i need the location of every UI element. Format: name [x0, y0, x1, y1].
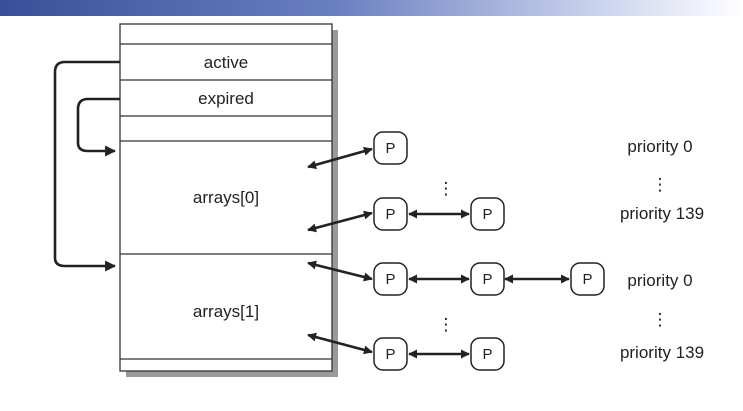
slot-list-arrow — [307, 260, 373, 282]
process-node-label: P — [582, 271, 592, 288]
process-node-label: P — [482, 271, 492, 288]
process-node-label: P — [385, 140, 395, 157]
header-bar — [0, 0, 743, 16]
active-field-label: active — [204, 53, 248, 72]
process-node-label: P — [385, 346, 395, 363]
slot-list-arrow — [307, 146, 373, 170]
process-node: P — [470, 197, 505, 231]
expired-pointer-arrow — [76, 97, 120, 157]
process-node: P — [470, 337, 505, 371]
priority-label-a1-top: priority 0 — [627, 271, 692, 290]
process-node: P — [373, 197, 408, 231]
priority-label-a1-bottom: priority 139 — [620, 343, 704, 362]
process-node: P — [373, 262, 408, 296]
priority-label-a0-bottom: priority 139 — [620, 204, 704, 223]
array1-label: arrays[1] — [193, 302, 259, 321]
process-node-label: P — [385, 271, 395, 288]
active-pointer-arrow — [53, 60, 120, 272]
array0-label: arrays[0] — [193, 188, 259, 207]
priority-label-a0-top: priority 0 — [627, 137, 692, 156]
slot-list-arrow — [307, 332, 373, 355]
process-node: P — [470, 262, 505, 296]
expired-field-label: expired — [198, 89, 254, 108]
runqueue-struct: active expired arrays[0] arrays[1] — [119, 23, 338, 377]
process-node: P — [373, 337, 408, 371]
process-node: P — [570, 262, 605, 296]
list-ellipsis: ⋮ — [438, 179, 455, 198]
priority-ellipsis: ⋮ — [652, 175, 669, 194]
process-node-label: P — [385, 206, 395, 223]
struct-box — [119, 23, 333, 372]
process-node-label: P — [482, 346, 492, 363]
slot-list-arrow — [307, 210, 373, 233]
list-ellipsis: ⋮ — [438, 315, 455, 334]
priority-ellipsis: ⋮ — [652, 310, 669, 329]
process-node: P — [373, 131, 408, 165]
process-node-label: P — [482, 206, 492, 223]
